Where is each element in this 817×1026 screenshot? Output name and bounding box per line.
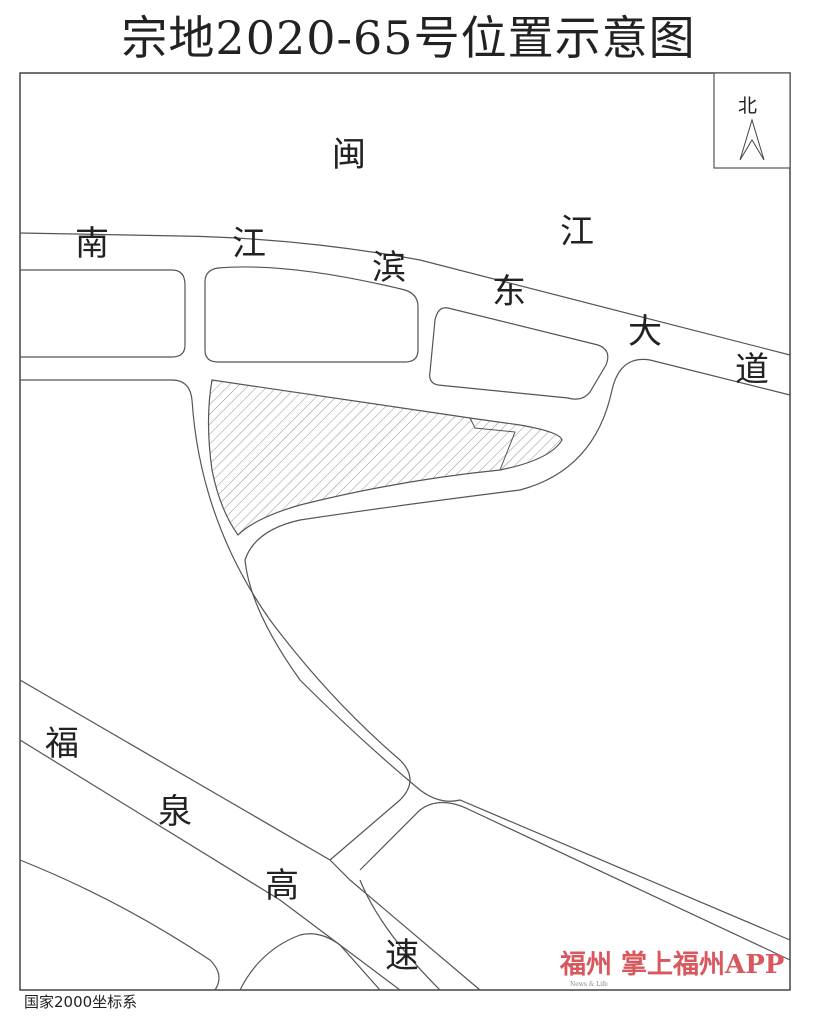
- parcel-subdivision: [469, 417, 516, 471]
- block: [429, 307, 609, 400]
- road-edge: [19, 232, 791, 356]
- label-min: 闽: [332, 135, 366, 175]
- road-label-char: 道: [735, 350, 769, 390]
- map-frame: [19, 72, 791, 991]
- road-edge: [20, 379, 411, 861]
- watermark-text: 福州 掌上福州APP: [560, 950, 785, 980]
- road-edge: [19, 859, 220, 991]
- label-jiang: 江: [560, 212, 594, 252]
- block: [20, 269, 186, 358]
- road-edge: [359, 879, 441, 991]
- road-label-char: 高: [265, 866, 299, 906]
- road-edge: [359, 801, 791, 961]
- road-label-char: 东: [492, 272, 526, 312]
- road-label-char: 泉: [158, 792, 192, 832]
- block: [204, 266, 419, 363]
- north-arrow-icon: [739, 118, 765, 161]
- road-label-char: 南: [75, 224, 109, 264]
- road-label-char: 福: [45, 724, 79, 764]
- road-edge: [239, 933, 381, 991]
- road-label-char: 江: [232, 224, 266, 264]
- road-label-char: 滨: [372, 248, 406, 288]
- road-edge: [19, 739, 401, 991]
- north-label: 北: [738, 95, 758, 117]
- land-parcel-2020-65: [207, 379, 563, 536]
- road-label-char: 速: [385, 936, 419, 976]
- coordinate-system-note: 国家2000坐标系: [24, 993, 138, 1011]
- road-edge: [19, 679, 481, 991]
- road-label-char: 大: [628, 312, 662, 352]
- road-edge: [244, 358, 791, 941]
- map-title: 宗地2020-65号位置示意图: [121, 11, 696, 65]
- watermark-subtext: News & Life: [570, 981, 608, 988]
- watermark-logo: 福州 掌上福州APP News & Life: [560, 950, 800, 989]
